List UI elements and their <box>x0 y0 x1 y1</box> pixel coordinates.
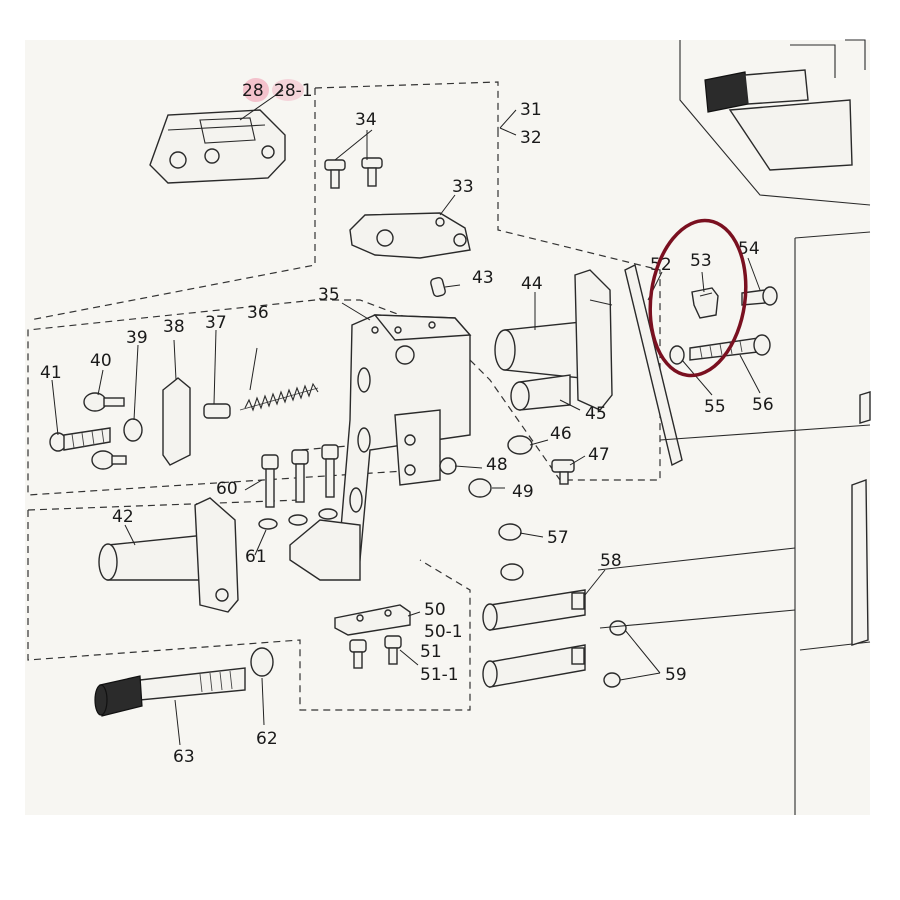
part-42-shaft <box>98 497 239 613</box>
label-43: 43 <box>472 268 494 288</box>
part-57-screw <box>498 523 522 541</box>
part-46-collar <box>507 435 533 455</box>
part-47-screw <box>551 459 575 485</box>
label-35: 35 <box>318 285 340 305</box>
highlight-circle <box>648 218 748 378</box>
label-40: 40 <box>90 351 112 371</box>
part-38-plate <box>162 377 191 466</box>
part-55-washer <box>669 345 685 365</box>
part-63-knob-screw <box>94 667 246 717</box>
part-34-screws <box>324 157 383 189</box>
part-57b-screw <box>500 563 524 581</box>
label-58: 58 <box>600 551 622 571</box>
part-49-screw <box>468 478 492 498</box>
part-51-screws <box>349 635 402 669</box>
leader-lines <box>51 89 761 746</box>
label-55: 55 <box>704 397 726 417</box>
label-31: 31 <box>520 100 542 120</box>
highlight-mark-2 <box>272 79 304 101</box>
part-58-rods <box>482 589 586 688</box>
right-inset-bottom <box>794 231 871 815</box>
label-37: 37 <box>205 313 227 333</box>
label-60: 60 <box>216 479 238 499</box>
label-51: 51 <box>420 642 442 662</box>
label-44: 44 <box>521 274 543 294</box>
label-39: 39 <box>126 328 148 348</box>
label-56: 56 <box>752 395 774 415</box>
label-50-1: 50-1 <box>424 622 463 642</box>
label-33: 33 <box>452 177 474 197</box>
part-45-pin <box>510 374 571 411</box>
part-61-washers <box>258 508 338 530</box>
guide-lines <box>597 424 871 629</box>
part-33-bracket <box>349 212 471 259</box>
part-labels: 28 28-1 31 32 33 34 35 36 37 38 39 40 41… <box>40 81 774 767</box>
label-42: 42 <box>112 507 134 527</box>
part-43-screw <box>430 276 446 298</box>
part-62-nut <box>250 647 274 677</box>
part-40-screws <box>83 392 127 470</box>
part-44-shaft <box>494 269 613 411</box>
label-63: 63 <box>173 747 195 767</box>
label-45: 45 <box>585 404 607 424</box>
label-53: 53 <box>690 251 712 271</box>
label-54: 54 <box>738 239 760 259</box>
group-outline-lower <box>27 439 471 711</box>
part-41-screw <box>49 427 111 452</box>
part-59-screw-a <box>609 620 627 636</box>
part-50-block <box>334 604 411 636</box>
part-28-throat-plate <box>149 109 286 184</box>
label-34: 34 <box>355 110 377 130</box>
part-53-bracket <box>691 287 719 319</box>
part-36-spring <box>239 382 319 412</box>
label-48: 48 <box>486 455 508 475</box>
part-35-main-block <box>289 314 472 581</box>
right-inset-top <box>679 39 871 206</box>
part-52-blade <box>624 263 683 467</box>
label-47: 47 <box>588 445 610 465</box>
part-39-washer <box>123 418 143 442</box>
part-60-screws <box>261 444 339 508</box>
highlight-mark <box>243 78 269 102</box>
label-28: 28 <box>242 81 264 101</box>
part-59-screw-b <box>603 672 621 688</box>
label-57: 57 <box>547 528 569 548</box>
label-51-1: 51-1 <box>420 665 459 685</box>
label-36: 36 <box>247 303 269 323</box>
label-28-1: 28-1 <box>274 81 313 101</box>
part-54-screw <box>741 286 778 306</box>
label-49: 49 <box>512 482 534 502</box>
part-37-pin <box>203 403 231 419</box>
label-38: 38 <box>163 317 185 337</box>
label-59: 59 <box>665 665 687 685</box>
label-61: 61 <box>245 547 267 567</box>
label-46: 46 <box>550 424 572 444</box>
label-41: 41 <box>40 363 62 383</box>
label-50: 50 <box>424 600 446 620</box>
label-32: 32 <box>520 128 542 148</box>
part-48-nut <box>439 457 457 475</box>
label-62: 62 <box>256 729 278 749</box>
